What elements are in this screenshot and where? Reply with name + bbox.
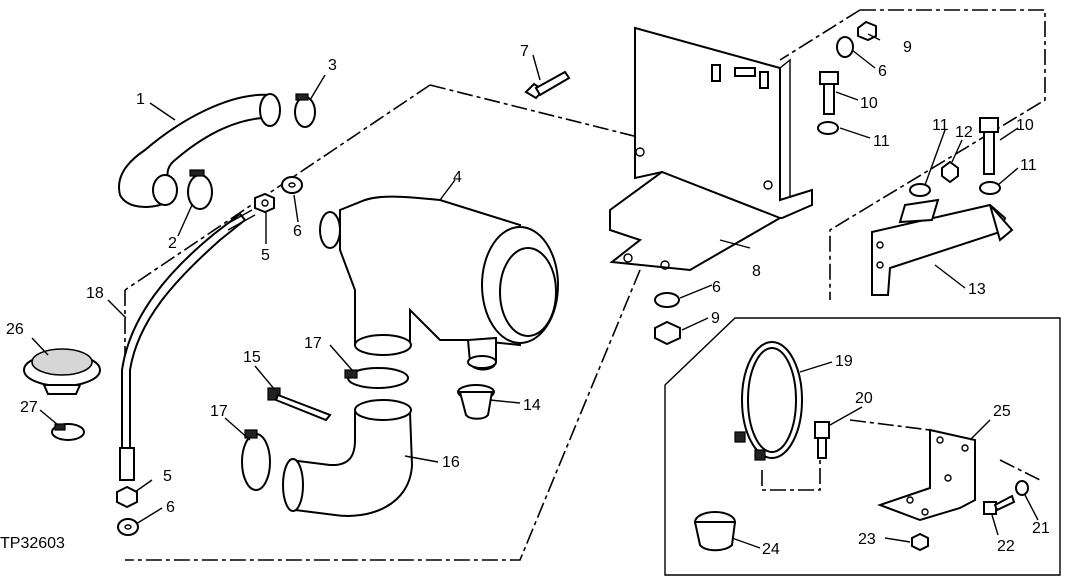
bolt [524, 70, 571, 100]
bolt-10 [819, 71, 839, 115]
callout-9b: 9 [711, 310, 720, 327]
nut [254, 192, 275, 214]
washer [281, 176, 303, 194]
callout-21: 21 [1032, 520, 1050, 537]
callout-17: 17 [304, 335, 322, 352]
bolt-20 [814, 421, 830, 459]
upper-hose [118, 93, 281, 208]
cap [23, 348, 101, 395]
screw [267, 387, 332, 422]
callout-5: 5 [261, 247, 270, 264]
callout-11: 11 [873, 133, 890, 150]
callout-5b: 5 [163, 468, 172, 485]
callout-10: 10 [860, 95, 878, 112]
hose-clamp [187, 169, 213, 210]
air-cleaner [319, 195, 559, 371]
callout-16: 16 [442, 454, 460, 471]
callout-19: 19 [835, 353, 853, 370]
support-bracket [871, 203, 1014, 296]
callout-7: 7 [520, 43, 529, 60]
washer-21 [1015, 480, 1029, 496]
callout-9: 9 [903, 39, 912, 56]
boundary-dashed-line-right [779, 9, 1046, 300]
nut-lower [116, 485, 138, 509]
washer-11c [979, 181, 1001, 195]
callout-10b: 10 [1016, 117, 1034, 134]
callout-25: 25 [993, 403, 1011, 420]
inset-dashed-lines [761, 419, 1041, 491]
nut-bottom-9 [654, 320, 681, 346]
boundary-dashed-line [124, 84, 691, 561]
callout-6b: 6 [166, 499, 175, 516]
callout-11c: 11 [1020, 157, 1037, 174]
washer-lower [117, 518, 139, 536]
callout-15: 15 [243, 349, 261, 366]
callout-24: 24 [762, 541, 780, 558]
washer-bottom-6 [654, 292, 680, 308]
callout-18: 18 [86, 285, 104, 302]
bolt-10b [979, 117, 999, 175]
boot [693, 511, 737, 552]
washer-11 [817, 121, 839, 135]
nut-23 [911, 532, 929, 552]
leader-lines [31, 33, 1039, 549]
hose-clamp-small [294, 93, 316, 128]
washer-11b [898, 183, 940, 224]
callout-3: 3 [328, 57, 337, 74]
callout-17b: 17 [210, 403, 228, 420]
callout-23: 23 [858, 531, 876, 548]
callout-8: 8 [752, 263, 761, 280]
bracket [609, 26, 813, 272]
callout-6: 6 [293, 223, 302, 240]
callout-14: 14 [523, 397, 541, 414]
callout-6d: 6 [712, 279, 721, 296]
bolt-22 [983, 494, 1016, 515]
tube [119, 209, 256, 481]
elbow-hose [282, 399, 414, 517]
callout-6c: 6 [878, 63, 887, 80]
small-clamp [51, 423, 85, 441]
callout-22: 22 [997, 538, 1015, 555]
elbow-clamp-top [344, 367, 409, 389]
callout-26: 26 [6, 321, 24, 338]
figure-id: TP32603 [0, 535, 65, 552]
callout-12: 12 [955, 124, 973, 141]
callout-4: 4 [453, 169, 462, 186]
fitting [457, 384, 495, 420]
elbow-clamp-left [241, 429, 271, 491]
band-clamp [734, 341, 803, 461]
callout-2: 2 [168, 235, 177, 252]
callout-1: 1 [136, 91, 145, 108]
mounting-bracket [877, 428, 976, 522]
washer-top [836, 36, 854, 58]
callout-20: 20 [855, 390, 873, 407]
nut-12 [941, 160, 959, 184]
callout-27: 27 [20, 399, 38, 416]
callout-11b: 11 [932, 117, 949, 134]
callout-13: 13 [968, 281, 986, 298]
inset-box-outline [664, 317, 1061, 576]
